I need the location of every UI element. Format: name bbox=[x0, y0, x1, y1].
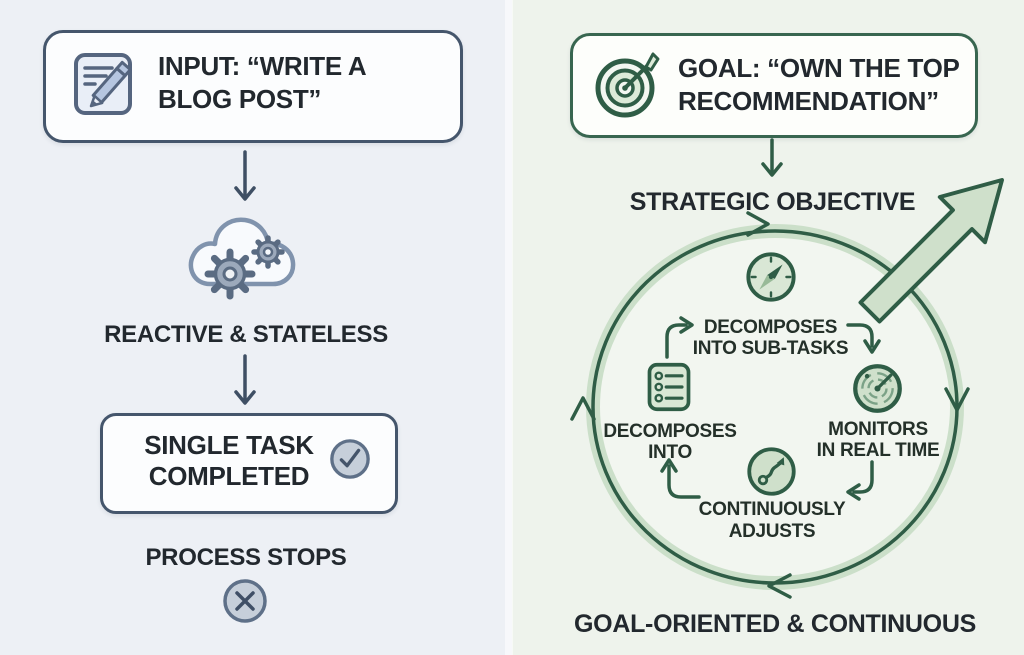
input-box-line1: INPUT: “WRITE A bbox=[158, 51, 367, 81]
cycle-top-label: DECOMPOSES INTO SUB-TASKS bbox=[668, 317, 873, 359]
task-box-label: SINGLE TASK COMPLETED bbox=[115, 430, 343, 492]
objective-label: STRATEGIC OBJECTIVE bbox=[629, 188, 916, 216]
task-box-line1: SINGLE TASK bbox=[144, 430, 314, 460]
stage-label: REACTIVE & STATELESS bbox=[104, 321, 388, 348]
cycle-left-line1: DECOMPOSES bbox=[603, 421, 737, 442]
cycle-top-line2: INTO SUB-TASKS bbox=[692, 338, 849, 359]
radar-icon bbox=[851, 362, 904, 415]
cycle-bottom-line2: ADJUSTS bbox=[728, 521, 816, 542]
note-pencil-icon bbox=[72, 47, 142, 119]
cycle-left-label: DECOMPOSES INTO bbox=[585, 421, 755, 463]
cycle-left-line2: INTO bbox=[648, 442, 692, 463]
cycle-bottom-label: CONTINUOUSLY ADJUSTS bbox=[677, 499, 867, 543]
x-circle-icon bbox=[222, 578, 268, 624]
goal-box-line2: RECOMMENDATION” bbox=[678, 86, 939, 116]
input-box-label: INPUT: “WRITE A BLOG POST” bbox=[158, 50, 443, 116]
cycle-top-line1: DECOMPOSES bbox=[703, 317, 838, 338]
input-box-line2: BLOG POST” bbox=[158, 84, 322, 114]
compass-icon bbox=[744, 250, 798, 304]
cycle-bottom-line1: CONTINUOUSLY bbox=[698, 499, 846, 520]
goal-box-label: GOAL: “OWN THE TOP RECOMMENDATION” bbox=[678, 52, 968, 118]
target-arrow-icon bbox=[591, 45, 667, 121]
cloud-gears-icon bbox=[182, 202, 314, 314]
task-box-line2: COMPLETED bbox=[148, 461, 310, 491]
end-label: PROCESS STOPS bbox=[145, 544, 347, 571]
footer-label: GOAL-ORIENTED & CONTINUOUS bbox=[574, 610, 976, 638]
adjust-icon bbox=[745, 445, 798, 498]
goal-box-line1: GOAL: “OWN THE TOP bbox=[678, 53, 960, 83]
cycle-right-label: MONITORS IN REAL TIME bbox=[792, 419, 964, 461]
checklist-icon bbox=[643, 361, 695, 413]
cycle-right-line2: IN REAL TIME bbox=[816, 440, 940, 461]
check-circle-icon bbox=[329, 438, 371, 480]
panel-divider bbox=[505, 0, 513, 655]
cycle-right-line1: MONITORS bbox=[828, 419, 928, 440]
